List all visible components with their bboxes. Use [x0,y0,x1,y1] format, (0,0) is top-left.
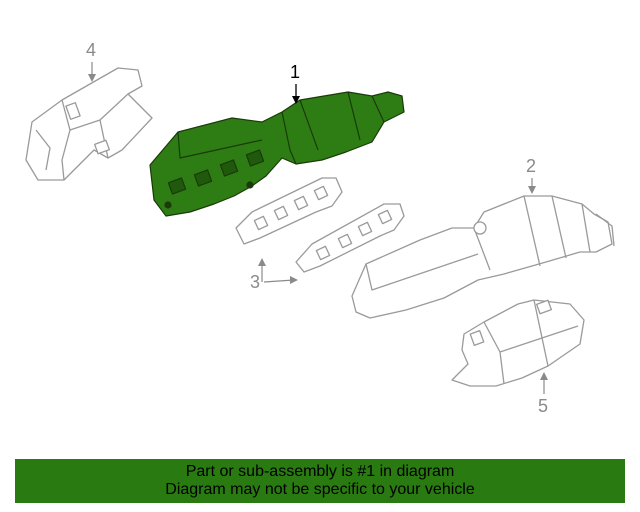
callout-3: 3 [250,258,298,292]
callout-2: 2 [526,156,536,194]
svg-text:4: 4 [86,40,96,60]
callout-1: 1 [290,62,300,104]
svg-text:1: 1 [290,62,300,82]
part-5-heat-shield[interactable] [451,299,585,387]
svg-text:3: 3 [250,272,260,292]
svg-text:5: 5 [538,396,548,416]
part-3-gasket-upper[interactable] [235,177,343,245]
banner-line-1: Part or sub-assembly is #1 in diagram [185,463,455,480]
part-2-exhaust-manifold-converter[interactable] [351,195,615,319]
info-banner: Part or sub-assembly is #1 in diagram Di… [15,459,625,503]
part-4-heat-shield[interactable] [25,67,153,181]
part-1-exhaust-manifold-converter[interactable] [149,91,405,217]
banner-line-2: Diagram may not be specific to your vehi… [165,481,475,498]
part-3-gasket-lower[interactable] [295,203,405,273]
callout-5: 5 [538,372,548,416]
svg-text:2: 2 [526,156,536,176]
parts-diagram: 4 1 [25,40,615,416]
callout-4: 4 [86,40,96,82]
